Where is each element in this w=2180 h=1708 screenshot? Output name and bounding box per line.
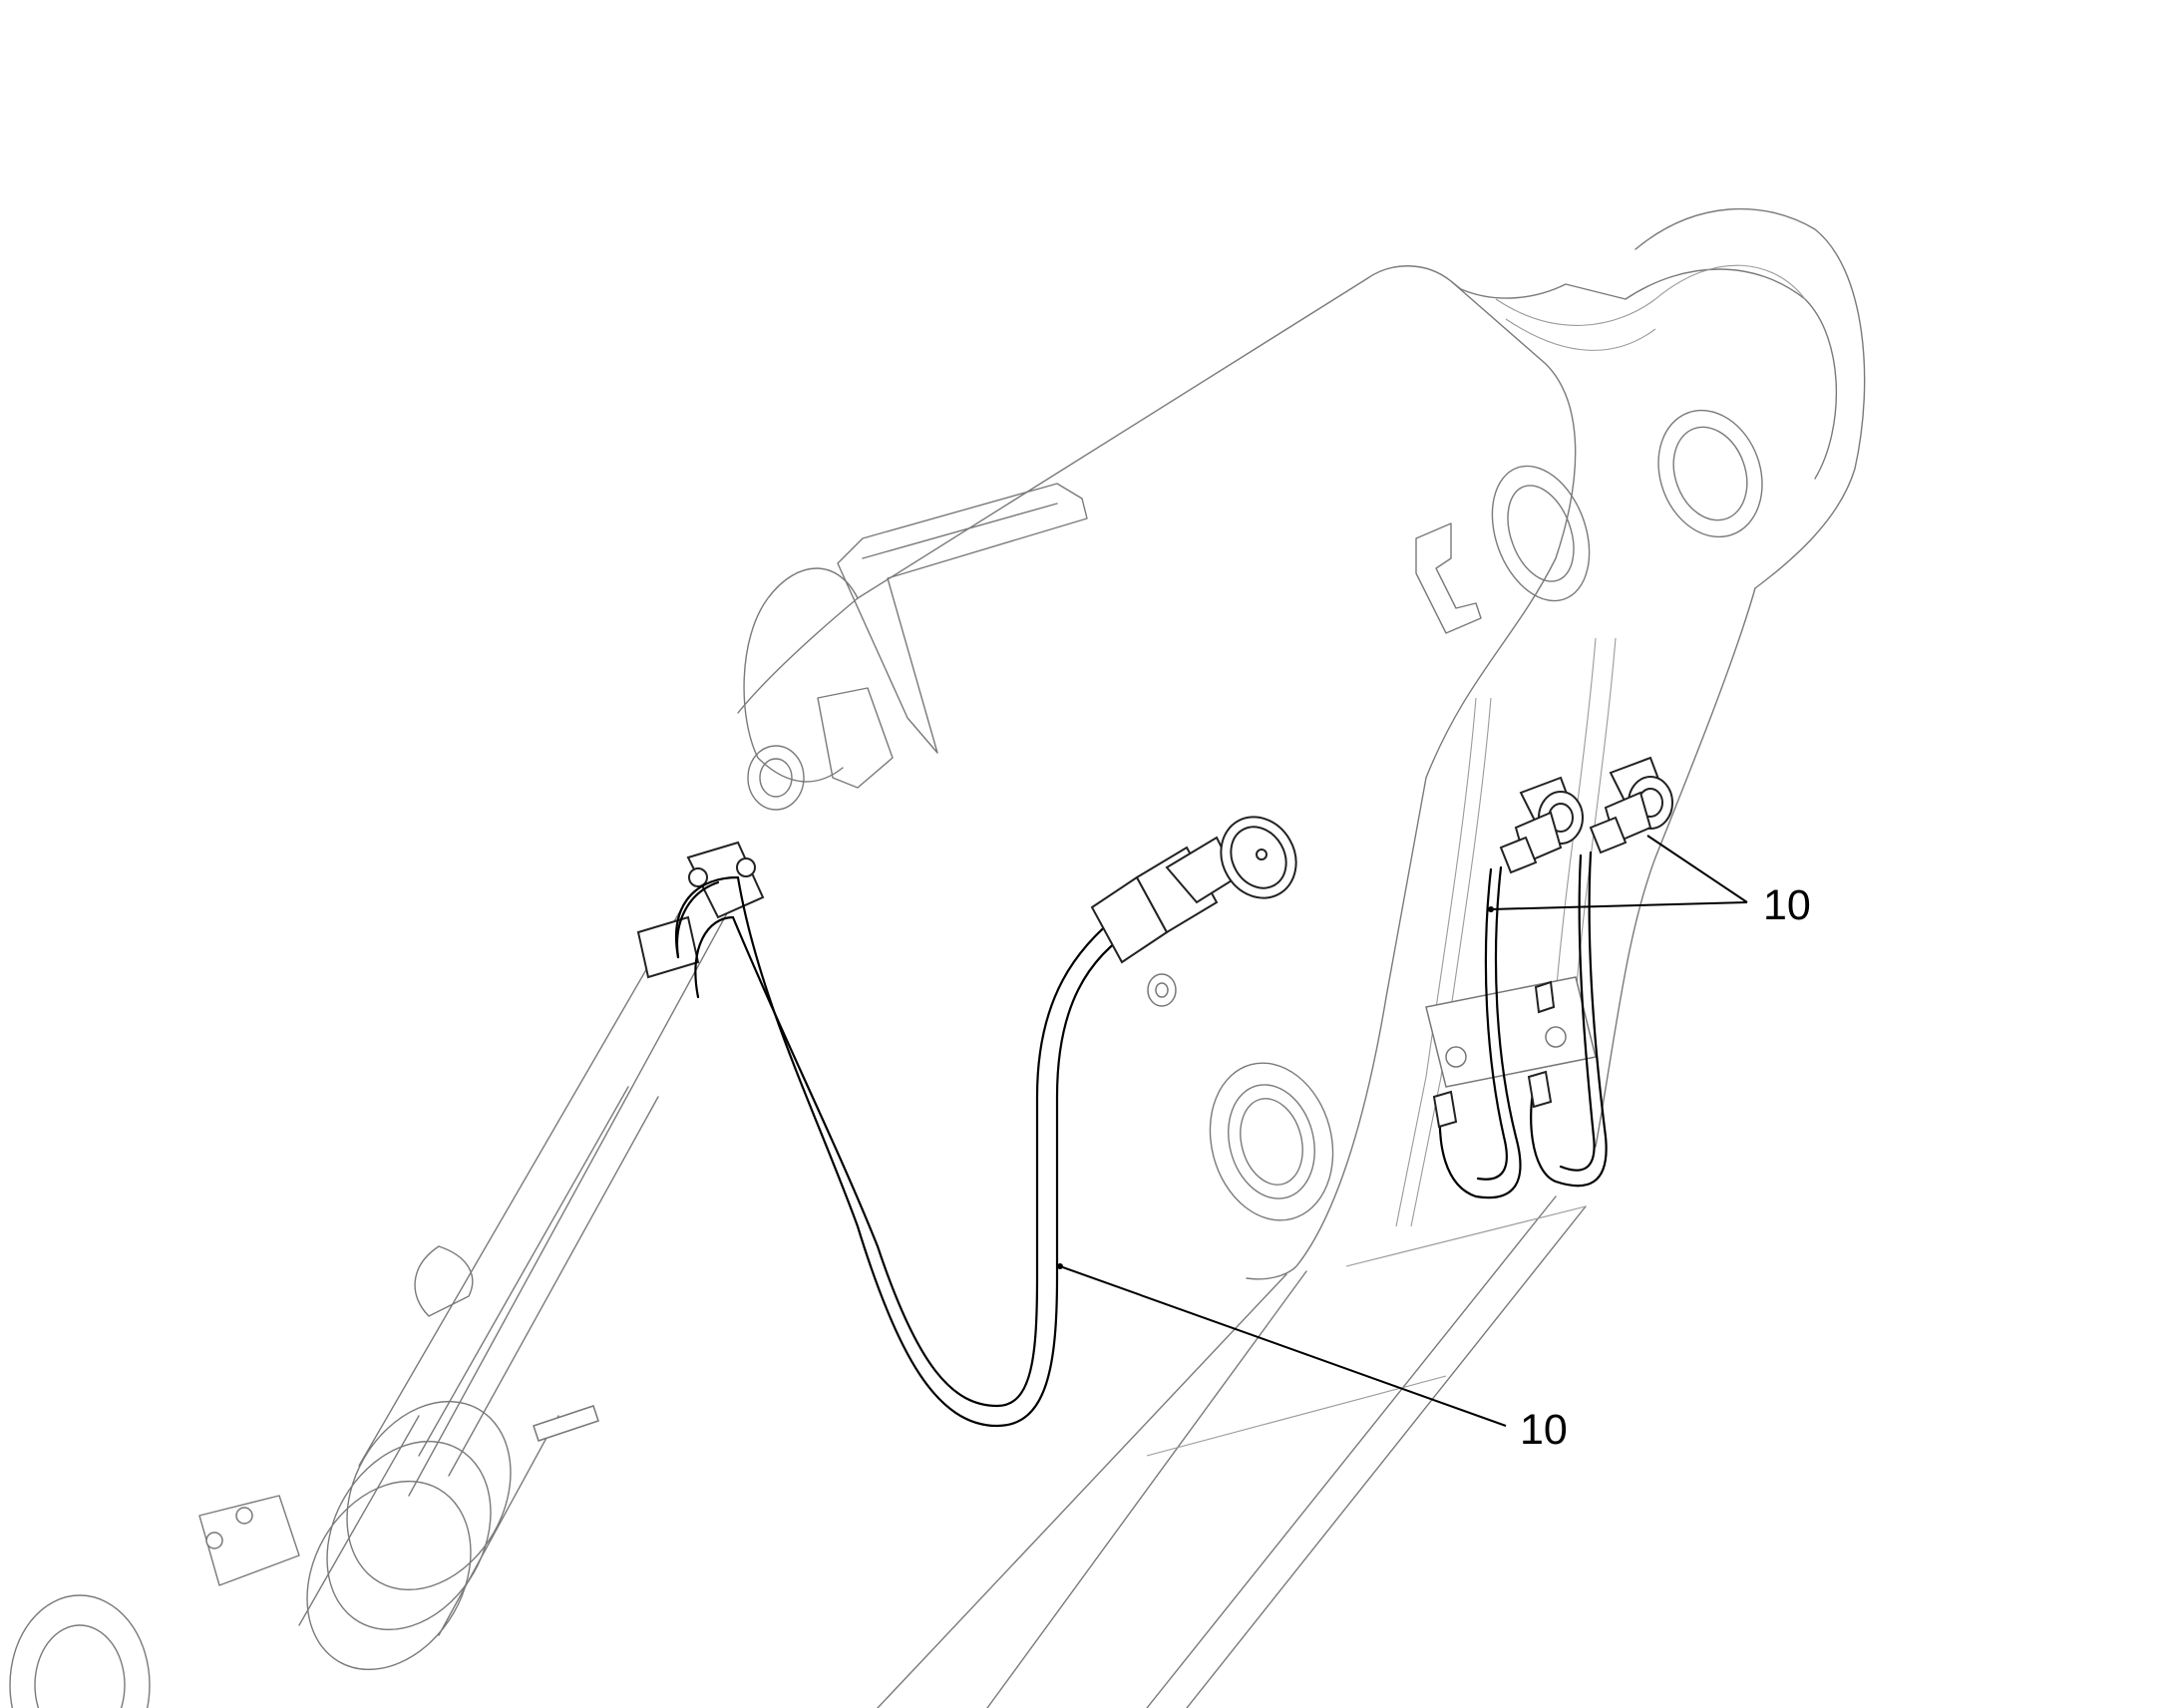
leader-dot-main-hose [1057,1263,1063,1269]
coupler-hose-pair [1432,756,1673,1199]
leader-line-main-hose [1059,1265,1507,1427]
boom-cylinder [9,841,765,1708]
leader-dot-hose-pair [1488,906,1494,912]
leader-line-hose-pair-a [1490,901,1748,910]
leader-line-hose-pair-b [1646,835,1748,903]
callout-label-hose-pair: 10 [1763,881,1811,929]
callout-label-main-hose: 10 [1520,1406,1568,1454]
leader-lines [1057,835,1748,1427]
boom-structure [737,207,1866,1708]
main-hose [675,816,1297,1428]
